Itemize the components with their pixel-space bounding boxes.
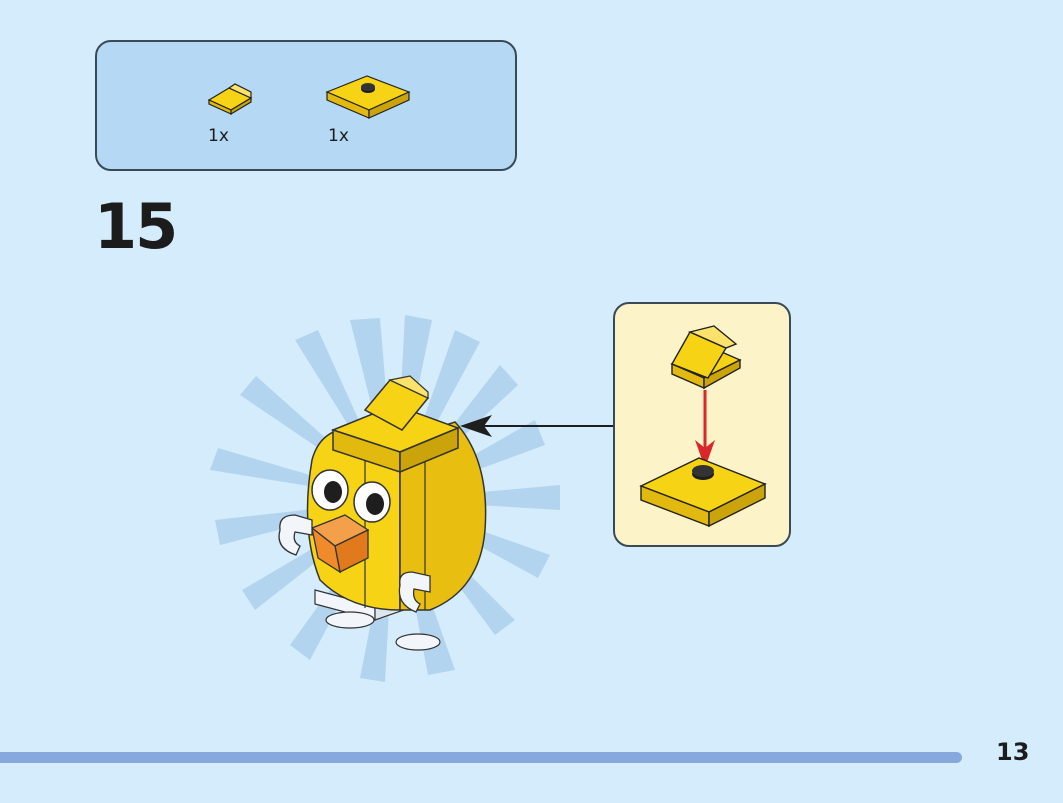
sub-assembly-callout [613, 302, 791, 547]
callout-arrow [460, 415, 615, 437]
step-number: 15 [94, 190, 178, 263]
eyes [311, 469, 391, 523]
callout-slope-icon [670, 325, 742, 390]
page-number: 13 [996, 738, 1030, 766]
yellow-slope-part-icon [207, 83, 253, 116]
chick-model-illustration [210, 315, 560, 682]
head-top [330, 375, 461, 474]
footer-progress-bar [0, 752, 962, 763]
assembly-down-arrow [695, 390, 715, 468]
beak [310, 514, 370, 574]
parts-list-box: 1x 1x [95, 40, 517, 171]
arms [278, 514, 431, 613]
part-1-quantity: 1x [208, 126, 229, 146]
callout-plate-icon [639, 457, 767, 528]
part-2-quantity: 1x [328, 126, 349, 146]
yellow-plate-part-icon [325, 75, 411, 119]
